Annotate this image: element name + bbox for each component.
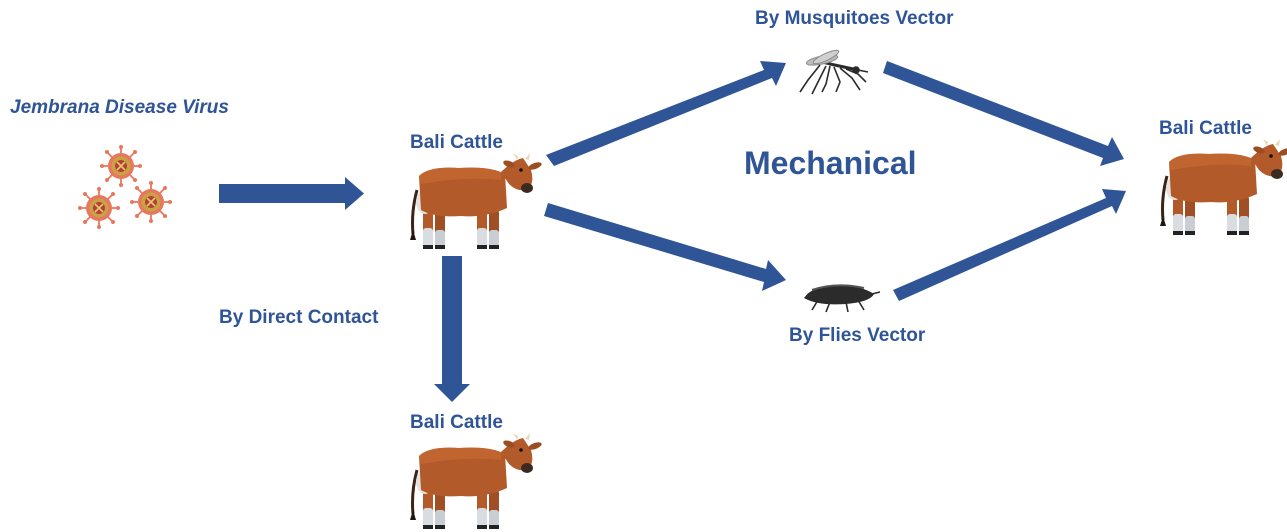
cattle-target-label: Bali Cattle [1159,118,1252,140]
fly-icon [804,285,880,312]
virus-cluster-icon [78,145,172,229]
direct-contact-label: By Direct Contact [219,307,378,329]
arrow-fly-to-target [893,189,1126,301]
arrow-direct-contact [434,256,470,402]
arrow-mosquito-to-target [883,61,1124,166]
cattle-contact-label: Bali Cattle [410,412,503,434]
cattle-source-label: Bali Cattle [410,132,503,154]
mosquito-vector-label: By Musquitoes Vector [755,8,954,30]
arrow-cattle-to-fly [544,203,786,291]
mosquito-icon [800,48,868,94]
flies-vector-label: By Flies Vector [789,325,925,347]
arrow-virus-to-cattle [219,177,364,210]
mechanical-label: Mechanical [744,145,917,181]
cattle-icon [410,153,543,249]
cattle-icon [410,433,543,529]
virus-label: Jembrana Disease Virus [10,97,229,119]
cattle-icon [1160,139,1287,235]
